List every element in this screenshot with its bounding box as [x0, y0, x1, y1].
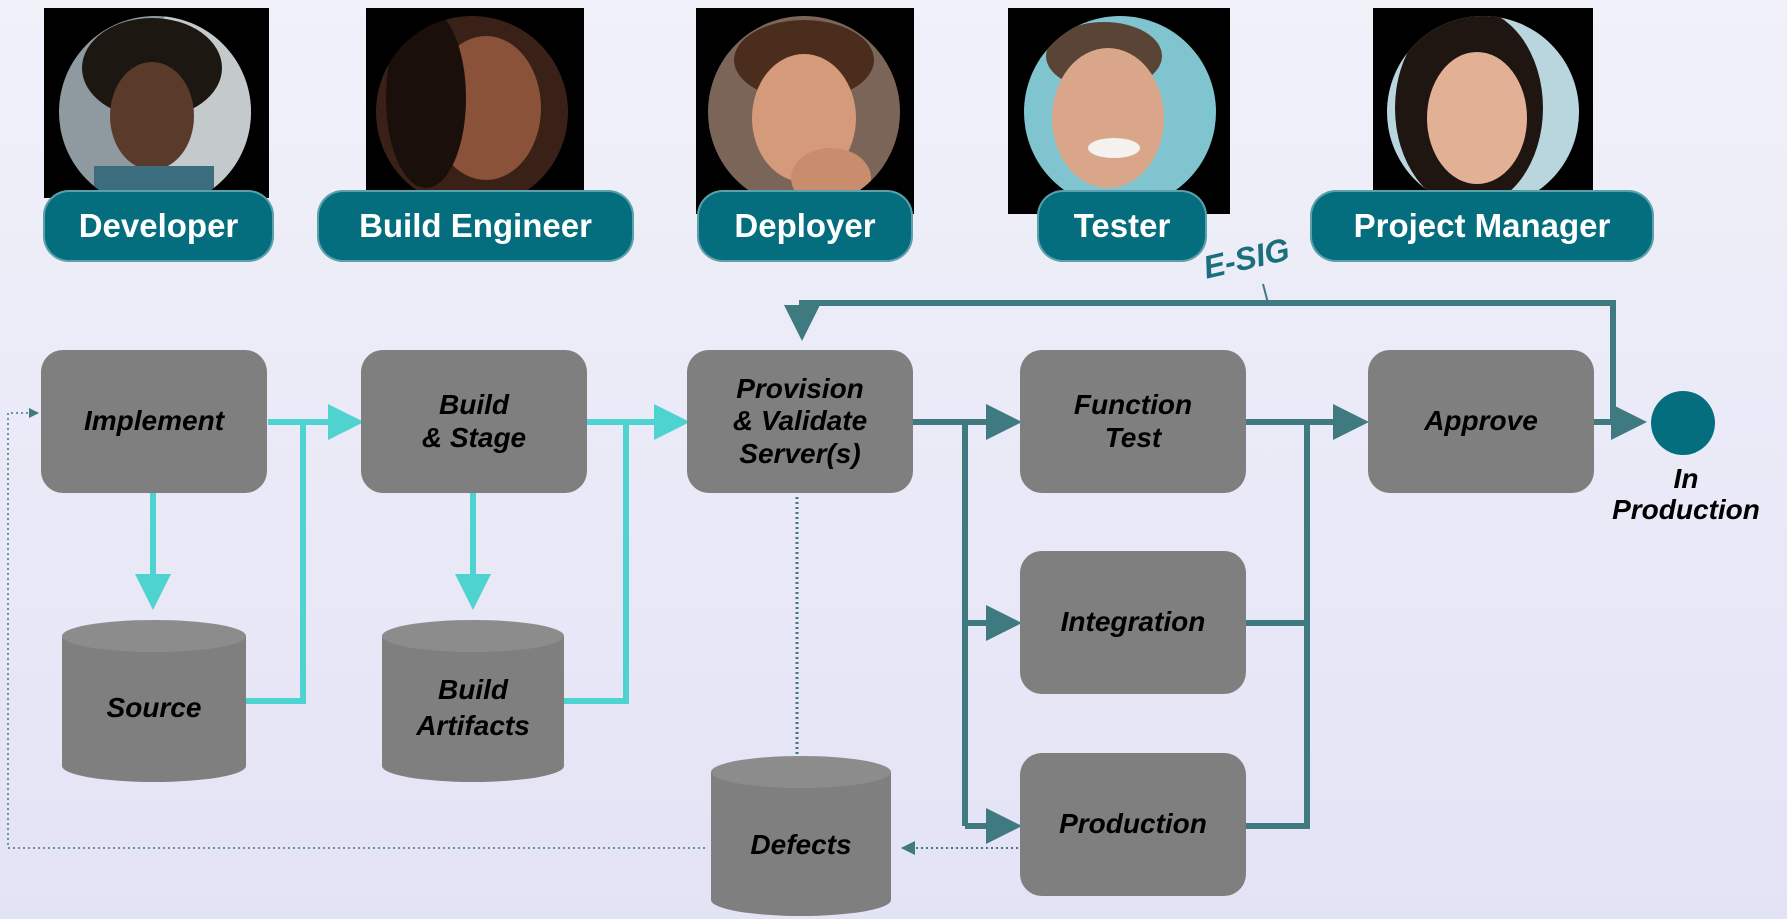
- store-defects-label: Defects: [750, 828, 852, 860]
- connector-defects-to-implement: [7, 408, 705, 849]
- tester-photo: [1008, 8, 1230, 214]
- connector-tests-to-approve: [1246, 404, 1369, 829]
- store-source-label: Source: [106, 691, 202, 723]
- role-tester: Tester: [1037, 190, 1207, 262]
- in-production-endpoint: [1651, 391, 1715, 455]
- developer-avatar-icon: [59, 16, 251, 198]
- connector-esig-loop: [784, 283, 1616, 422]
- step-provision-validate: Provision & Validate Server(s): [687, 350, 913, 493]
- store-build-artifacts-label: Build Artifacts: [416, 673, 530, 741]
- connector-artifacts-to-provision: [563, 422, 629, 704]
- build-engineer-avatar-icon: [376, 16, 568, 198]
- connector-source-to-build: [244, 422, 306, 704]
- role-build-engineer: Build Engineer: [317, 190, 634, 262]
- step-implement: Implement: [41, 350, 267, 493]
- deployer-avatar-icon: [708, 16, 900, 208]
- role-project-manager: Project Manager: [1310, 190, 1654, 262]
- store-defects: [711, 756, 891, 916]
- deployer-photo: [696, 8, 914, 214]
- developer-photo: [44, 8, 269, 198]
- in-production-label: In Production: [1612, 463, 1760, 525]
- store-build-artifacts: [382, 620, 564, 782]
- step-production: Production: [1020, 753, 1246, 896]
- connector-provision-to-tests: [912, 404, 1022, 844]
- build-engineer-photo: [366, 8, 584, 198]
- step-build-stage: Build & Stage: [361, 350, 587, 493]
- project-manager-photo: [1373, 8, 1593, 198]
- step-integration: Integration: [1020, 551, 1246, 694]
- store-source: [62, 620, 246, 782]
- role-developer: Developer: [43, 190, 274, 262]
- tester-avatar-icon: [1024, 16, 1216, 208]
- step-function-test: Function Test: [1020, 350, 1246, 493]
- project-manager-avatar-icon: [1387, 16, 1579, 198]
- step-approve: Approve: [1368, 350, 1594, 493]
- role-deployer: Deployer: [697, 190, 913, 262]
